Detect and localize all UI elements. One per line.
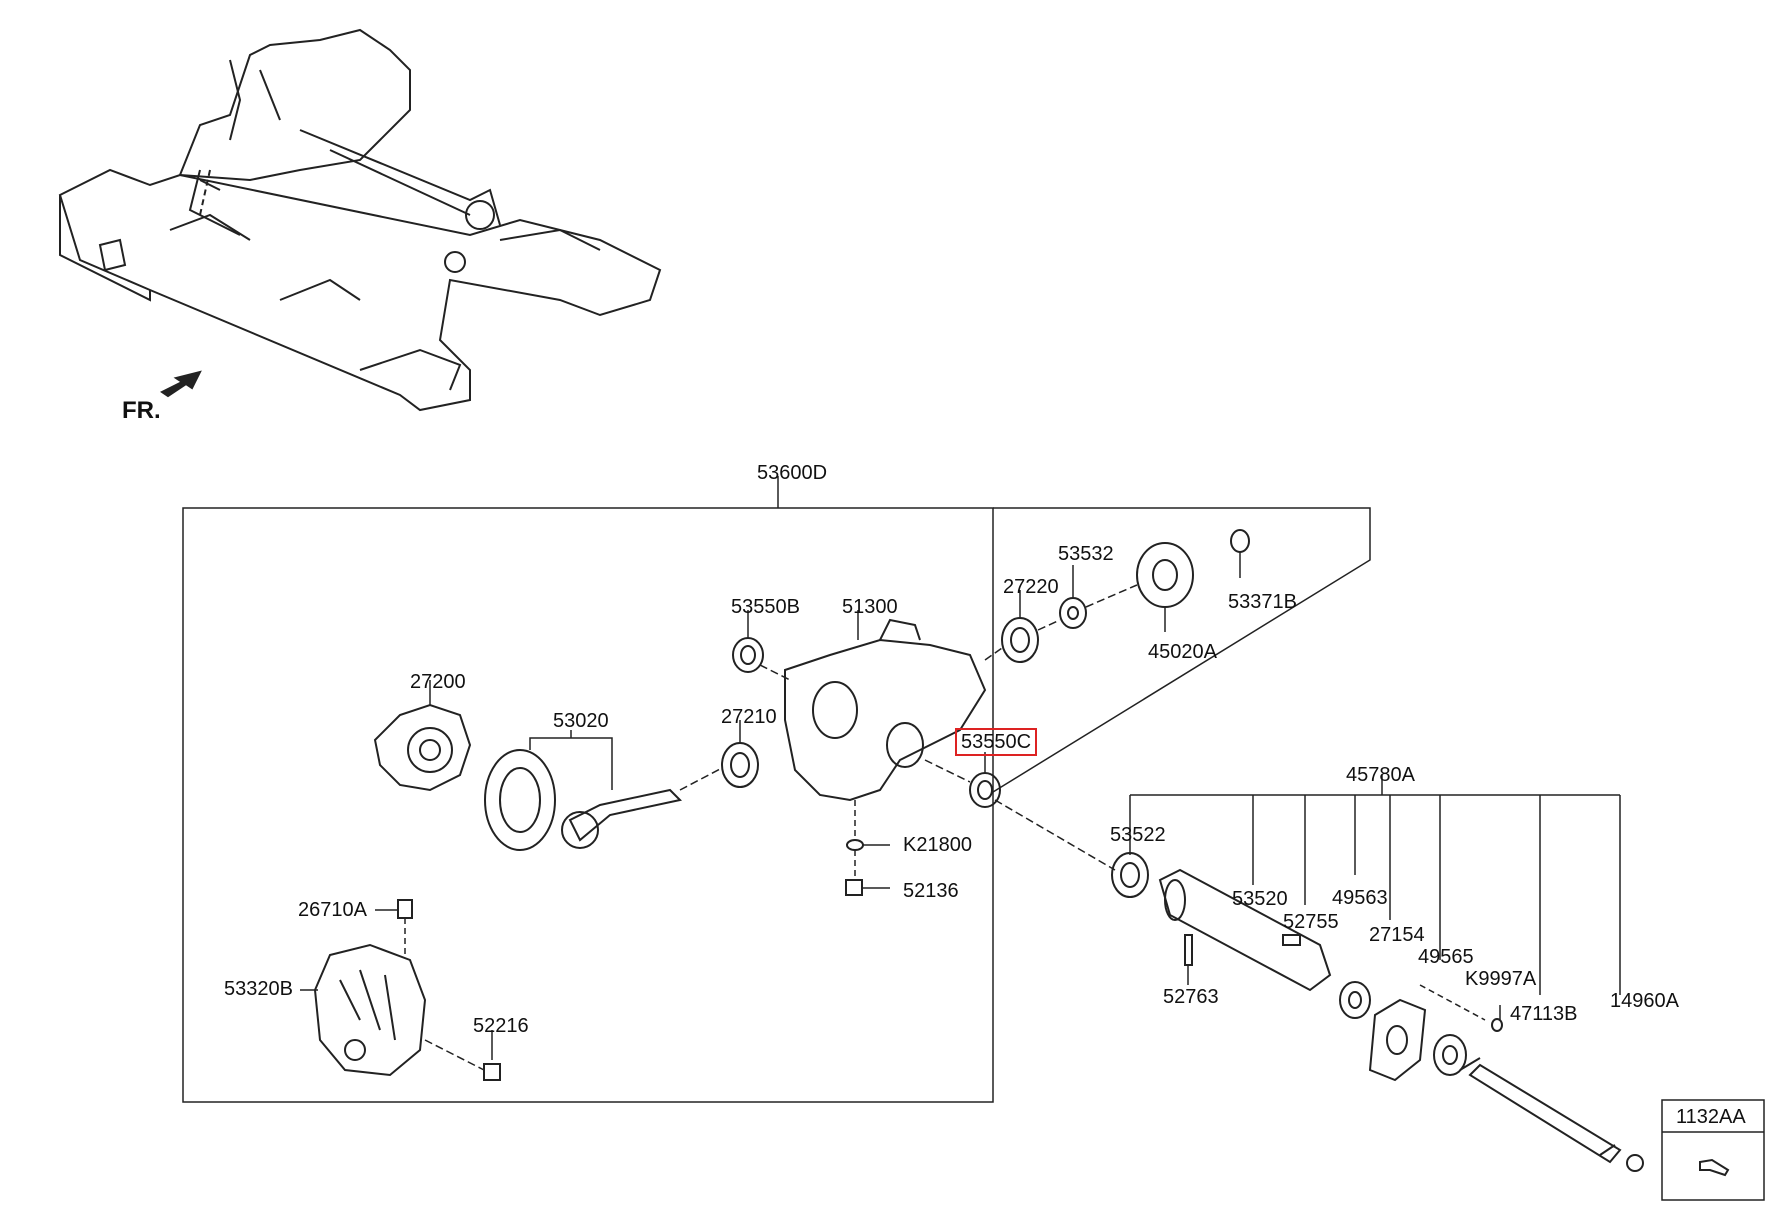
nut-53371B [1230,529,1250,553]
callout-53522[interactable]: 53522 [1110,824,1166,846]
callout-53550B[interactable]: 53550B [731,596,800,618]
seal-53550B [732,637,764,673]
seal-53522 [1111,852,1149,898]
bearing-27220 [1001,617,1039,663]
bolt-1132AA-icon [1699,1158,1730,1177]
front-arrow-icon [160,370,202,398]
plug-52136 [845,879,863,896]
breather-26710A [397,899,413,919]
front-indicator-label: FR. [122,397,161,424]
companion-flange [1136,542,1194,608]
differential-case [373,703,472,792]
callout-47113B[interactable]: 47113B [1510,1003,1578,1025]
carrier-housing [784,618,987,802]
ring-gear [484,749,556,851]
callout-27200[interactable]: 27200 [410,671,466,693]
callout-14960A[interactable]: 14960A [1610,990,1679,1012]
callout-26710A[interactable]: 26710A [298,899,367,921]
callout-53520[interactable]: 53520 [1232,888,1288,910]
callout-53320B[interactable]: 53320B [224,978,293,1000]
callout-K9997A[interactable]: K9997A [1465,968,1537,990]
callout-53020[interactable]: 53020 [553,710,609,732]
plug-52216 [483,1063,501,1081]
callout-52136[interactable]: 52136 [903,880,959,902]
callout-53550C-highlighted[interactable]: 53550C [955,728,1038,756]
callout-45780A[interactable]: 45780A [1346,764,1415,786]
output-shaft-47113B [1459,1057,1622,1164]
callout-49563[interactable]: 49563 [1332,887,1388,909]
drive-pinion [561,788,683,849]
callout-53600D[interactable]: 53600D [757,462,828,484]
callout-27154[interactable]: 27154 [1369,924,1425,946]
seal-49565 [1433,1034,1467,1076]
bolt-52755 [1282,934,1301,946]
shaft-housing-53520 [1158,868,1332,992]
callout-52755[interactable]: 52755 [1283,911,1339,933]
differential-cover [313,943,427,1077]
bearing-27210 [721,742,759,788]
callout-1132AA[interactable]: 1132AA [1676,1106,1746,1128]
callout-49565[interactable]: 49565 [1418,946,1474,968]
clip-K9997A [1491,1018,1503,1032]
callout-52216[interactable]: 52216 [473,1015,529,1037]
bracket-27154 [1368,998,1427,1082]
subframe-illustration [58,28,662,412]
ring-14960A [1626,1154,1644,1172]
callout-53371B[interactable]: 53371B [1228,591,1297,613]
callout-27220[interactable]: 27220 [1003,576,1059,598]
box-1132AA [1661,1099,1765,1201]
seal-49563 [1339,981,1371,1019]
callout-45020A[interactable]: 45020A [1148,641,1217,663]
washer-53532 [1059,597,1087,629]
callout-27210[interactable]: 27210 [721,706,777,728]
bolt-52763 [1184,934,1193,966]
washer-K21800 [846,839,864,851]
callout-52763[interactable]: 52763 [1163,986,1219,1008]
callout-51300[interactable]: 51300 [842,596,898,618]
callout-53532[interactable]: 53532 [1058,543,1114,565]
callout-K21800[interactable]: K21800 [903,834,972,856]
